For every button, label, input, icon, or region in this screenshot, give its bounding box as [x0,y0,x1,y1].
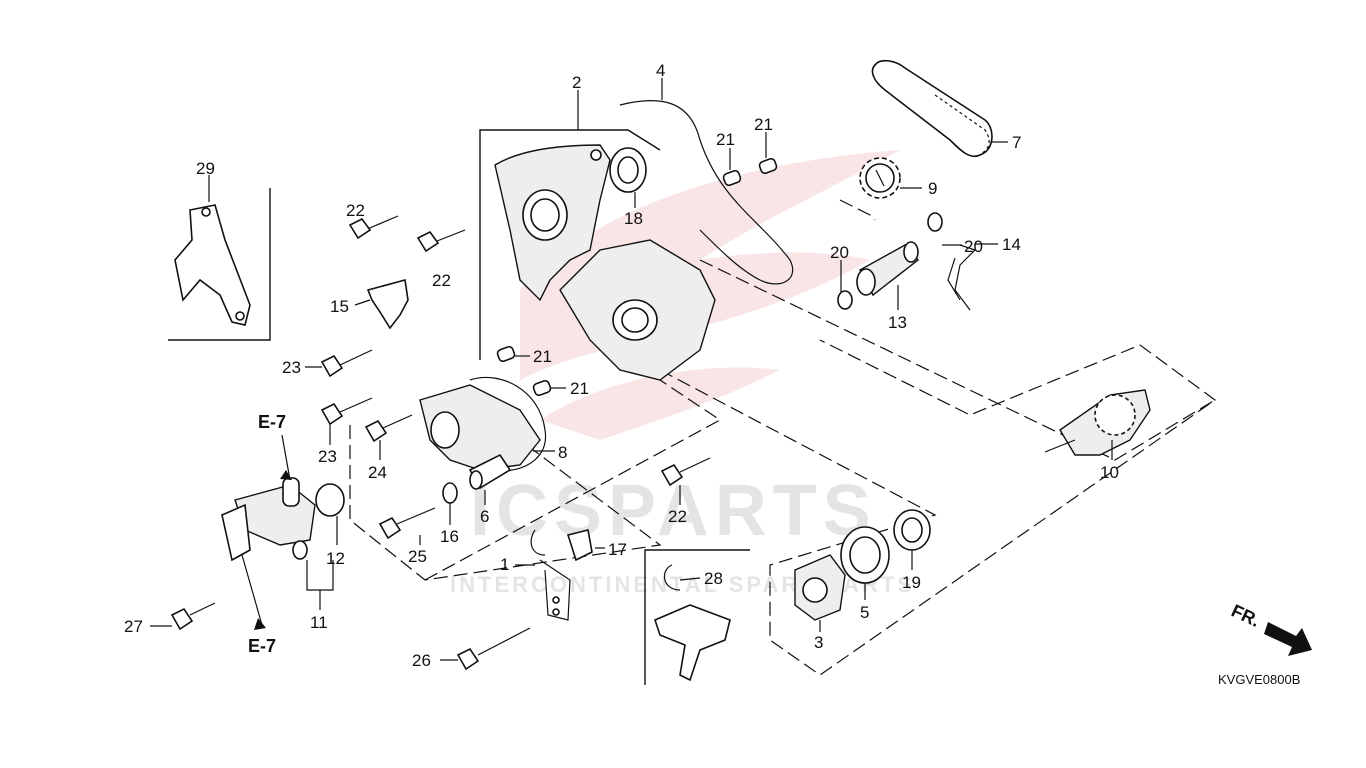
callout-2: 2 [572,73,581,92]
bolt-23b [320,397,373,426]
leader-lines [150,78,1113,661]
seal-part-19 [893,509,931,551]
callout-7: 7 [1012,133,1021,152]
callout-5: 5 [860,603,869,622]
callout-11: 11 [310,613,328,632]
callout-21a: 21 [716,130,735,149]
bracket-part-1 [530,529,571,621]
gasket-part-4 [619,99,794,285]
callout-27: 27 [124,617,143,636]
sleeve-part-6 [468,453,512,490]
callout-28: 28 [704,569,723,588]
front-arrow-icon [1264,622,1312,656]
callout-12: 12 [326,549,345,568]
callout-20a: 20 [964,237,983,256]
pump-cover-part-2 [494,144,611,302]
callout-24: 24 [368,463,387,482]
callout-e7-bottom: E-7 [248,636,276,656]
plate-part-15 [366,278,409,330]
callout-26: 26 [412,651,431,670]
bolt-22c [660,457,711,487]
callout-19: 19 [902,573,921,592]
front-direction-indicator: FR. [1228,600,1312,656]
arrow-e7-bottom [254,618,266,630]
o-ring-part-12 [315,483,345,517]
bolt-22a [348,215,399,240]
bolt-27 [170,602,216,631]
callout-15: 15 [330,297,349,316]
bolt-26 [456,627,531,671]
callout-25: 25 [408,547,427,566]
bearing-part-5 [840,526,890,584]
shaft-assembly-part-10 [1044,389,1151,456]
cover-part-8 [419,376,547,472]
clip-part-14 [947,244,977,311]
callouts: 2 4 7 9 29 21 21 22 22 18 20 20 14 13 15… [124,61,1119,670]
callout-8: 8 [558,443,567,462]
callout-21b: 21 [754,115,773,134]
callout-22a: 22 [346,201,365,220]
callout-29: 29 [196,159,215,178]
shaft-part-13 [856,241,920,297]
callout-16: 16 [440,527,459,546]
callout-20b: 20 [830,243,849,262]
bracket-part-28 [654,564,731,682]
callout-17: 17 [608,540,627,559]
bolts [170,215,711,671]
callout-23a: 23 [282,358,301,377]
bolt-22b [416,229,466,253]
callout-23b: 23 [318,447,337,466]
callout-10: 10 [1100,463,1119,482]
callout-e7-top: E-7 [258,412,286,432]
oil-seal-part-18 [609,147,647,193]
callout-1: 1 [500,555,509,574]
callout-3: 3 [814,633,823,652]
bracket-part-29 [174,204,251,326]
callout-9: 9 [928,179,937,198]
callout-22b: 22 [432,271,451,290]
callout-21c: 21 [533,347,552,366]
washer-part-16 [442,482,458,504]
direction-label: FR. [1228,600,1263,630]
callout-4: 4 [656,61,665,80]
clamp-part-17 [566,529,593,562]
bolt-23a [320,349,373,378]
pump-body [559,239,716,381]
callout-6: 6 [480,507,489,526]
callout-13: 13 [888,313,907,332]
callout-14: 14 [1002,235,1021,254]
rotor-part-3 [794,554,846,621]
drive-chain-part-7 [871,59,993,158]
diagram-code: KVGVE0800B [1218,672,1300,687]
bolt-24 [364,414,413,443]
arrow-e7-top [280,470,292,480]
sprocket-part-9 [859,157,901,199]
group-outlines [168,129,1217,685]
valve-body-part-11 [221,477,316,562]
bolt-25 [378,507,436,540]
callout-22c: 22 [668,507,687,526]
washers-part-20 [837,212,943,310]
callout-21d: 21 [570,379,589,398]
callout-18: 18 [624,209,643,228]
dowel-pins-21 [496,157,778,397]
